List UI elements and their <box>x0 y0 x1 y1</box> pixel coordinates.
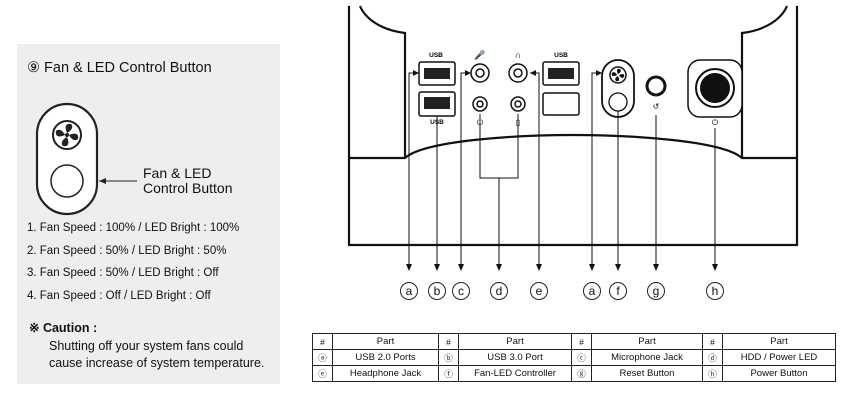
callout-c: c <box>452 282 470 300</box>
case-outline <box>347 5 799 247</box>
callout-g: g <box>647 282 665 300</box>
callout-h: h <box>706 282 724 300</box>
usb-label: USB <box>554 52 568 59</box>
callout-a2: a <box>583 282 601 300</box>
list-item: 4. Fan Speed : Off / LED Bright : Off <box>27 289 211 302</box>
fan-control-button <box>608 92 628 112</box>
list-item: 3. Fan Speed : 50% / LED Bright : Off <box>27 267 219 279</box>
usb-port-b <box>418 91 456 117</box>
arrowheads <box>406 70 718 271</box>
callout-a: a <box>400 282 418 300</box>
table-header-row: #Part #Part #Part #Part <box>312 333 836 350</box>
fan-led-button-illustration <box>35 102 137 216</box>
control-button-circle <box>50 164 84 198</box>
usb-port-a1 <box>418 61 456 86</box>
blank-slot <box>542 92 580 116</box>
caution-title: ※ Caution : <box>29 321 98 335</box>
microphone-icon: 🎤 <box>474 49 485 60</box>
fan-led-info-panel: ⑨ Fan & LED Control Button Fan & LED Con… <box>17 44 280 384</box>
callout-b: b <box>428 282 446 300</box>
reset-button <box>645 75 667 97</box>
usb-port-a2 <box>542 61 580 86</box>
caution-text: Shutting off your system fans could caus… <box>49 339 265 370</box>
fan-icon <box>609 66 627 84</box>
headphone-icon: ∩ <box>515 50 522 60</box>
fan-icon <box>52 120 82 150</box>
panel-title: ⑨ Fan & LED Control Button <box>27 60 212 76</box>
callout-d: d <box>490 282 508 300</box>
list-item: 2. Fan Speed : 50% / LED Bright : 50% <box>27 244 227 257</box>
control-button-label: Fan & LED Control Button <box>143 165 233 196</box>
mode-list: 1. Fan Speed : 100% / LED Bright : 100% … <box>27 222 239 312</box>
power-icon: ⏻ <box>712 118 719 127</box>
usb-label: USB <box>429 52 443 59</box>
list-item: 1. Fan Speed : 100% / LED Bright : 100% <box>27 222 240 234</box>
callout-e: e <box>530 282 548 300</box>
reset-icon: ↺ <box>653 102 660 111</box>
callout-f: f <box>609 282 627 300</box>
